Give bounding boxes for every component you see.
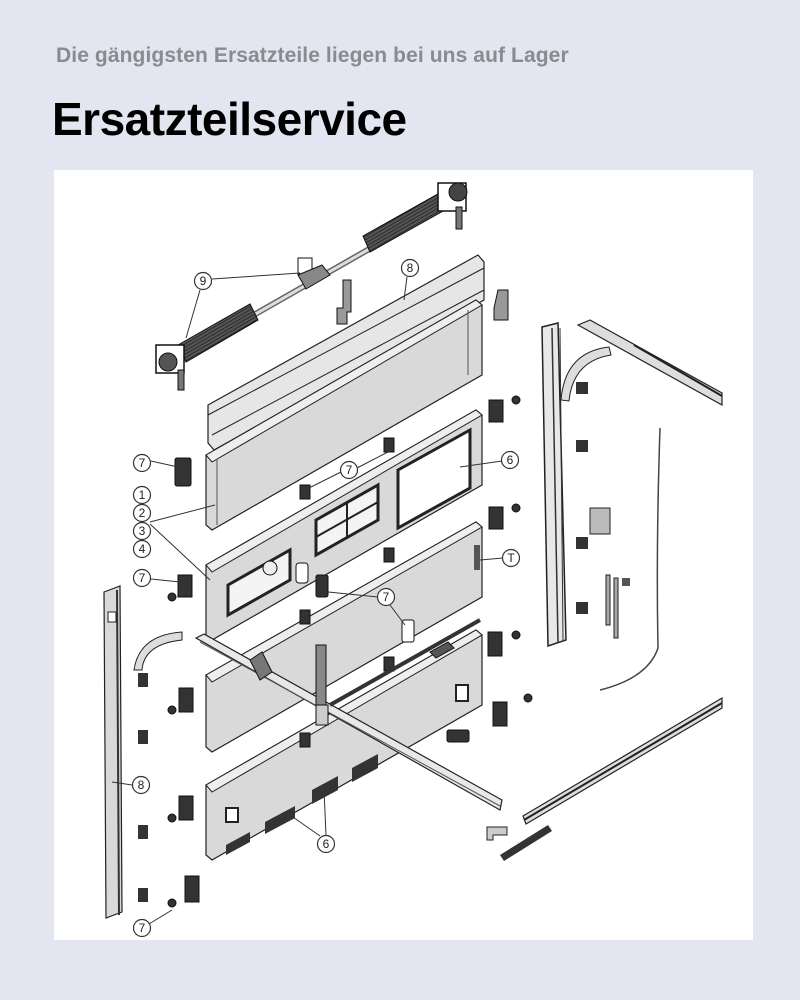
- diagonal-strut: [194, 618, 503, 811]
- top-rail: [207, 254, 509, 451]
- svg-text:3: 3: [139, 524, 146, 538]
- svg-text:6: 6: [323, 837, 330, 851]
- svg-text:6: 6: [507, 453, 514, 467]
- callout-4: 4: [132, 539, 152, 559]
- callout-7-d: 7: [376, 587, 396, 607]
- callout-7-b: 7: [339, 460, 359, 480]
- left-vertical-track: [103, 585, 183, 919]
- svg-text:7: 7: [383, 590, 390, 604]
- horizontal-tracks: [486, 319, 723, 861]
- door-section-3: [205, 521, 483, 753]
- svg-text:8: 8: [407, 261, 414, 275]
- svg-text:T: T: [507, 551, 515, 565]
- svg-text:8: 8: [138, 778, 145, 792]
- door-section-4: [205, 629, 483, 861]
- callout-2: 2: [132, 503, 152, 523]
- svg-text:9: 9: [200, 274, 207, 288]
- page-title: Ersatzteilservice: [52, 93, 407, 145]
- callout-7-c: 7: [132, 568, 152, 588]
- callout-7-a: 7: [132, 453, 152, 473]
- svg-text:1: 1: [139, 488, 146, 502]
- callout-6-b: 6: [316, 834, 336, 854]
- right-vertical-track: [541, 322, 630, 648]
- svg-text:4: 4: [139, 542, 146, 556]
- torsion-spring-assembly: [155, 182, 468, 391]
- callout-6-a: 6: [500, 450, 520, 470]
- callout-8-left: 8: [131, 775, 151, 795]
- door-section-1: [205, 299, 483, 531]
- svg-text:2: 2: [139, 506, 146, 520]
- svg-text:7: 7: [139, 921, 146, 935]
- door-section-2: [205, 409, 483, 641]
- callout-9: 9: [193, 271, 213, 291]
- svg-text:7: 7: [346, 463, 353, 477]
- callout-7-e: 7: [132, 918, 152, 938]
- page-subtitle: Die gängigsten Ersatzteile liegen bei un…: [56, 44, 569, 67]
- hinges: [167, 395, 533, 908]
- callout-T: T: [501, 548, 521, 568]
- callout-1: 1: [132, 485, 152, 505]
- svg-text:7: 7: [139, 571, 146, 585]
- callout-8-top: 8: [400, 258, 420, 278]
- lift-cable: [599, 427, 661, 691]
- svg-text:7: 7: [139, 456, 146, 470]
- callout-3: 3: [132, 521, 152, 541]
- leader-lines: [111, 272, 504, 925]
